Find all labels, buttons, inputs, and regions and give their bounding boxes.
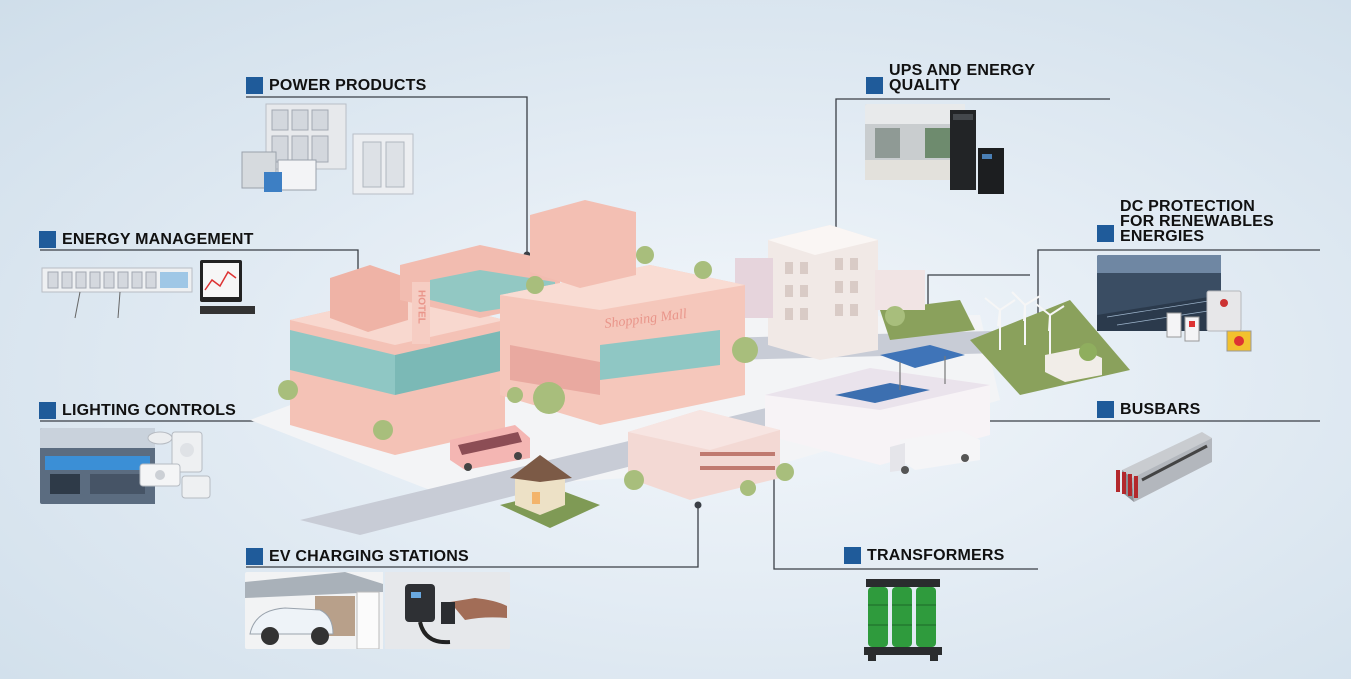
lighting-controls-title: LIGHTING CONTROLS xyxy=(62,402,237,419)
office-tower xyxy=(735,225,925,360)
leader-power-products xyxy=(246,96,528,255)
dc-title-line1: DC PROTECTION xyxy=(1120,198,1256,215)
label-bullet xyxy=(39,402,56,419)
trees xyxy=(278,246,1097,496)
house xyxy=(510,455,572,515)
label-ups: UPS AND ENERGY QUALITY xyxy=(866,63,1035,94)
power-products-image xyxy=(238,102,418,197)
label-bullet xyxy=(844,547,861,564)
transformers-title: TRANSFORMERS xyxy=(867,547,1005,564)
energy-management-image xyxy=(40,258,265,320)
label-transformers: TRANSFORMERS xyxy=(844,547,1005,564)
leader-ups xyxy=(835,98,1110,255)
wind-turbines xyxy=(984,291,1065,355)
ups-image xyxy=(865,104,1010,194)
busbars-title: BUSBARS xyxy=(1120,401,1201,418)
label-bullet xyxy=(39,231,56,248)
lighting-controls-image xyxy=(40,428,215,504)
hotel-sign: HOTEL xyxy=(416,290,427,324)
label-dc-protection: DC PROTECTION FOR RENEWABLES ENERGIES xyxy=(1097,198,1274,245)
label-bullet xyxy=(866,77,883,94)
truck xyxy=(890,430,980,474)
ev-charging-title: EV CHARGING STATIONS xyxy=(269,548,469,565)
label-bullet xyxy=(246,77,263,94)
ups-title-line1: UPS AND ENERGY xyxy=(889,62,1036,79)
transformers-image xyxy=(862,575,944,663)
busbars-image xyxy=(1112,430,1214,506)
label-bullet xyxy=(1097,225,1114,242)
dc-title-line3: ENERGIES xyxy=(1120,228,1205,245)
label-bullet xyxy=(1097,401,1114,418)
power-products-title: POWER PRODUCTS xyxy=(269,77,427,94)
energy-management-title: ENERGY MANAGEMENT xyxy=(62,231,254,248)
dc-title-line2: FOR RENEWABLES xyxy=(1120,213,1274,230)
label-bullet xyxy=(246,548,263,565)
label-energy-management: ENERGY MANAGEMENT xyxy=(39,231,254,248)
ups-title-line2: QUALITY xyxy=(889,77,961,94)
shopping-mall-building: Shopping Mall xyxy=(500,200,745,425)
bus xyxy=(450,425,530,471)
dc-protection-image xyxy=(1097,255,1257,355)
apartment-building xyxy=(628,410,780,500)
label-power-products: POWER PRODUCTS xyxy=(246,77,427,94)
leader-ev-charging xyxy=(246,505,699,568)
label-ev-charging: EV CHARGING STATIONS xyxy=(246,548,469,565)
ev-charging-image xyxy=(245,572,510,649)
label-busbars: BUSBARS xyxy=(1097,401,1201,418)
label-lighting-controls: LIGHTING CONTROLS xyxy=(39,402,237,419)
